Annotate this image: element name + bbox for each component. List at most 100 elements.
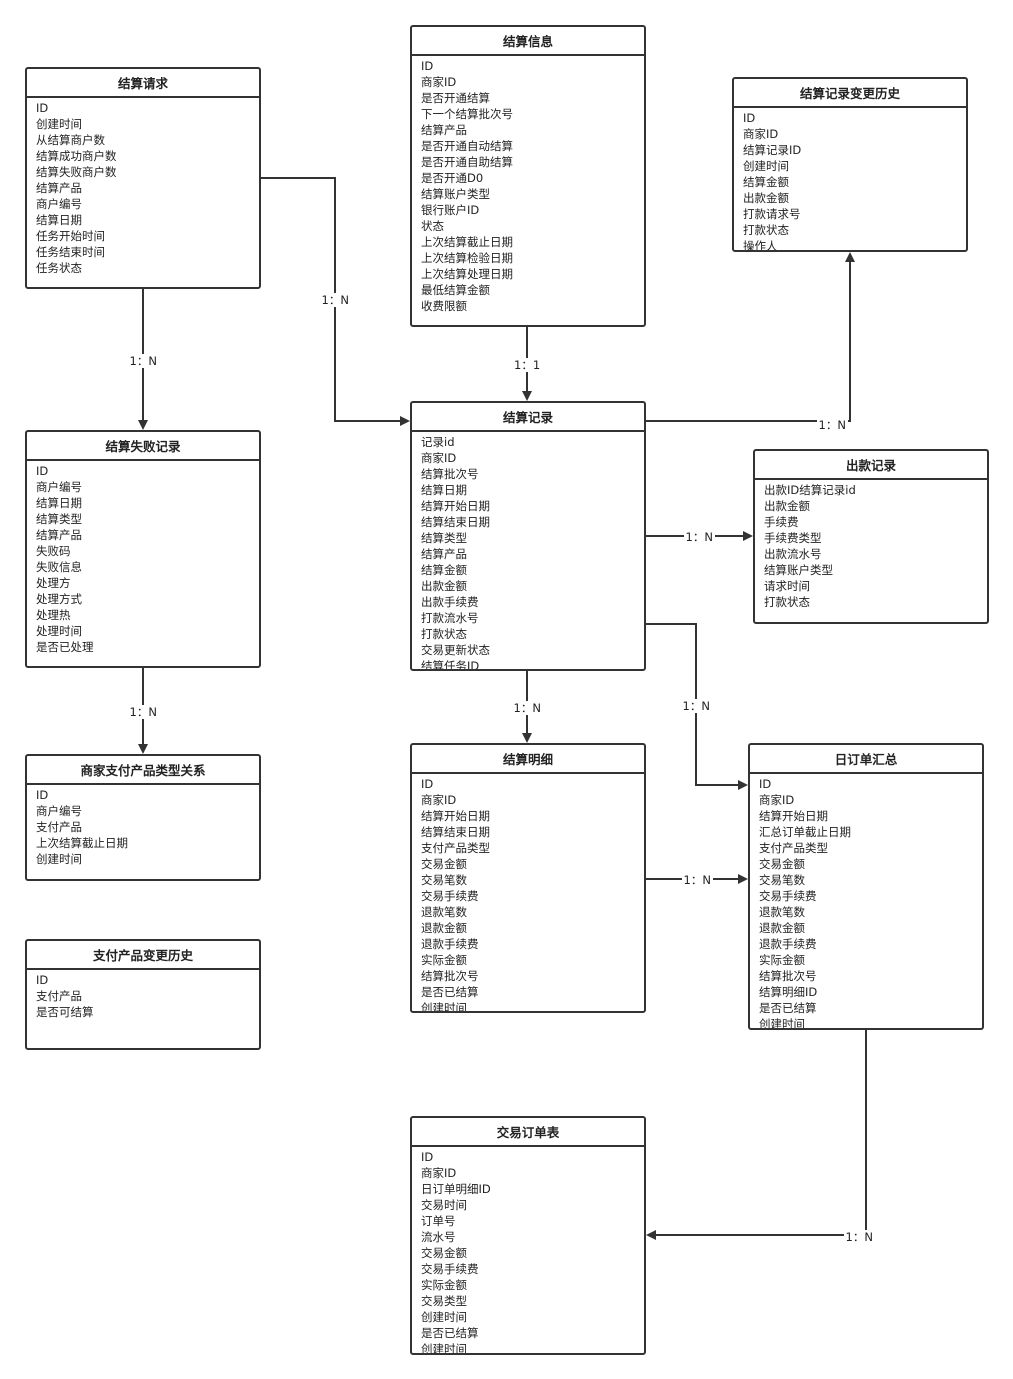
entity-title: 出款记录 (755, 451, 987, 480)
entity-field: 下一个结算批次号 (421, 107, 513, 121)
entity-field: 汇总订单截止日期 (759, 825, 851, 839)
entity-field: 结算金额 (743, 175, 789, 189)
entity-field: ID (36, 973, 49, 987)
entity-field: ID (421, 59, 434, 73)
entity-field: 支付产品类型 (759, 841, 828, 855)
cardinality-label: 1：1 (512, 358, 543, 372)
entity-field: 创建时间 (421, 1342, 467, 1355)
entity-field: 是否可结算 (36, 1005, 94, 1019)
entity-title: 结算失败记录 (27, 432, 259, 461)
entity-field: 交易金额 (421, 857, 467, 871)
entity-field: ID (421, 777, 434, 791)
entity-field: 实际金额 (759, 953, 805, 967)
entity-field: 任务开始时间 (36, 229, 105, 243)
entity-field: 最低结算金额 (421, 283, 490, 297)
entity-field: 结算金额 (421, 563, 467, 577)
entity-field: 创建时间 (36, 117, 82, 131)
entity-field-list: ID 支付产品是否可结算 (27, 970, 259, 1020)
entity-field: 商家ID (743, 127, 779, 141)
entity-field: 退款金额 (421, 921, 467, 935)
entity-field: 支付产品类型 (421, 841, 490, 855)
cardinality-label: 1：N (511, 701, 543, 715)
entity-field: 商家ID (421, 75, 457, 89)
entity-title: 结算请求 (27, 69, 259, 98)
entity-field: 交易笔数 (759, 873, 805, 887)
entity-field: 失败码 (36, 544, 71, 558)
entity-title: 结算记录 (412, 403, 644, 432)
entity-field: 商家ID (421, 793, 457, 807)
entity-field: 结算批次号 (759, 969, 817, 983)
entity-field: 创建时间 (421, 1310, 467, 1324)
cardinality-label: 1：N (683, 530, 715, 544)
entity-field: 处理时间 (36, 624, 82, 638)
entity-field: 实际金额 (421, 953, 467, 967)
entity-field: 创建时间 (743, 159, 789, 173)
arrowhead-icon (522, 391, 532, 401)
entity-field: ID (36, 464, 49, 478)
entity-field: 订单号 (421, 1214, 456, 1228)
entity-field: 手续费 (764, 515, 799, 529)
arrowhead-icon (138, 420, 148, 430)
entity-field: 处理方式 (36, 592, 82, 606)
entity-field: 交易手续费 (421, 889, 479, 903)
entity-field: 任务状态 (36, 261, 82, 275)
entity-field: 结算成功商户数 (36, 149, 117, 163)
entity-title: 支付产品变更历史 (27, 941, 259, 970)
entity-field: 是否开通自助结算 (421, 155, 513, 169)
cardinality-label: 1：N (681, 873, 713, 887)
entity-field: 结算账户类型 (764, 563, 833, 577)
entity-field: 记录id (421, 435, 455, 449)
cardinality-label: 1：N (127, 705, 159, 719)
entity-field: 创建时间 (421, 1001, 467, 1013)
entity-title: 结算明细 (412, 745, 644, 774)
cardinality-label: 1：N (680, 699, 712, 713)
entity-field: 交易手续费 (759, 889, 817, 903)
entity-field: 实际金额 (421, 1278, 467, 1292)
entity-field: 结算产品 (36, 528, 82, 542)
entity-field: 商户编号 (36, 197, 82, 211)
entity-field: 状态 (421, 219, 444, 233)
entity-field: 结算结束日期 (421, 515, 490, 529)
cardinality-label: 1：N (319, 293, 351, 307)
entity-field: 结算账户类型 (421, 187, 490, 201)
entity-field: ID (759, 777, 772, 791)
entity-field: 上次结算处理日期 (421, 267, 513, 281)
entity-field-list: ID 商家ID 是否开通结算下一个结算批次号结算产品是否开通自动结算是否开通自助结算… (412, 56, 644, 314)
entity-field: 交易时间 (421, 1198, 467, 1212)
entity-field: 处理方 (36, 576, 71, 590)
entity-field: 交易类型 (421, 1294, 467, 1308)
entity-field: 结算类型 (36, 512, 82, 526)
entity-field: 请求时间 (764, 579, 810, 593)
entity-field: 是否开通结算 (421, 91, 490, 105)
entity-field: 结算批次号 (421, 467, 479, 481)
entity-field: 结算产品 (421, 123, 467, 137)
entity-field: 收费限额 (421, 299, 467, 313)
entity-field: 退款金额 (759, 921, 805, 935)
entity-field: 出款流水号 (764, 547, 822, 561)
entity-field: 出款金额 (764, 499, 810, 513)
entity-field: 是否开通自动结算 (421, 139, 513, 153)
entity-field: 处理热 (36, 608, 71, 622)
entity-field: 打款请求号 (743, 207, 801, 221)
relation-line-summary-to-order (656, 1030, 867, 1236)
arrowhead-icon (646, 1230, 656, 1240)
entity-field: 支付产品 (36, 989, 82, 1003)
entity-field: 手续费类型 (764, 531, 822, 545)
arrowhead-icon (400, 416, 410, 426)
entity-field: 退款笔数 (759, 905, 805, 919)
cardinality-label: 1：N (127, 354, 159, 368)
entity-field: 支付产品 (36, 820, 82, 834)
entity-field: ID (36, 101, 49, 115)
entity-product-change-history: 支付产品变更历史 ID 支付产品是否可结算 (25, 939, 261, 1050)
entity-field: 创建时间 (36, 852, 82, 866)
